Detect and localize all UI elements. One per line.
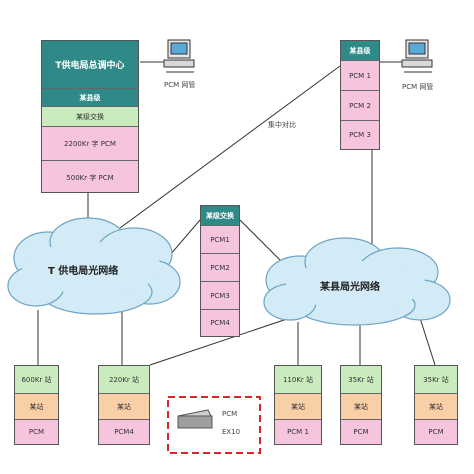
legend-frame bbox=[167, 396, 261, 454]
bottom-stack-1-top: 600Kr 站 bbox=[15, 366, 58, 394]
center-pcm-top: 2200Kr 字 PCM bbox=[42, 127, 138, 161]
pcm-device-icon bbox=[177, 409, 213, 429]
center-stack: T供电局总调中心 某县级 某级交换 2200Kr 字 PCM 500Kr 字 P… bbox=[41, 40, 139, 193]
center-pc-label: PCM 网管 bbox=[164, 81, 196, 89]
center-title: T供电局总调中心 bbox=[42, 41, 138, 89]
link-cloud-left-to-county bbox=[119, 65, 341, 229]
bottom-stack-4-top: 35Kr 站 bbox=[341, 366, 381, 394]
bottom-stack-3-mid: 某站 bbox=[275, 394, 321, 420]
bottom-stack-1-bottom: PCM bbox=[15, 420, 58, 444]
middle-pcm-2: PCM2 bbox=[201, 254, 239, 282]
bottom-stack-4-bottom: PCM bbox=[341, 420, 381, 444]
bottom-stack-5: 35Kr 站 某站 PCM bbox=[414, 365, 458, 445]
bottom-stack-4: 35Kr 站 某站 PCM bbox=[340, 365, 382, 445]
bottom-stack-2-bottom: PCM4 bbox=[99, 420, 149, 444]
middle-stack: 某级交换 PCM1 PCM2 PCM3 PCM4 bbox=[200, 205, 240, 337]
legend-line-1: PCM bbox=[222, 410, 238, 418]
line-label: 集中对比 bbox=[268, 121, 296, 129]
link-cloud-right-to-b2 bbox=[149, 317, 291, 366]
bottom-stack-3-top: 110Kr 站 bbox=[275, 366, 321, 394]
county-pcm-3: PCM 3 bbox=[341, 121, 379, 149]
bottom-stack-1: 600Kr 站 某站 PCM bbox=[14, 365, 59, 445]
link-middle-to-cloud-right bbox=[239, 219, 286, 266]
bottom-stack-5-mid: 某站 bbox=[415, 394, 457, 420]
center-switch: 某级交换 bbox=[42, 107, 138, 127]
link-cloud-right-to-b5 bbox=[419, 317, 436, 366]
pc-icon-county bbox=[401, 39, 433, 73]
bottom-stack-3-bottom: PCM 1 bbox=[275, 420, 321, 444]
cloud-left-label: T 供电局光网络 bbox=[48, 266, 119, 277]
county-title: 某县级 bbox=[341, 41, 379, 61]
center-pcm-bottom: 500Kr 字 PCM bbox=[42, 161, 138, 192]
middle-title: 某级交换 bbox=[201, 206, 239, 226]
bottom-stack-2: 220Kr 站 某站 PCM4 bbox=[98, 365, 150, 445]
bottom-stack-5-bottom: PCM bbox=[415, 420, 457, 444]
cloud-right-label: 某县局光网络 bbox=[320, 282, 380, 293]
bottom-stack-2-mid: 某站 bbox=[99, 394, 149, 420]
county-pcm-2: PCM 2 bbox=[341, 91, 379, 121]
county-stack: 某县级 PCM 1 PCM 2 PCM 3 bbox=[340, 40, 380, 150]
bottom-stack-1-mid: 某站 bbox=[15, 394, 58, 420]
county-pc-label: PCM 网管 bbox=[402, 83, 434, 91]
cloud-right bbox=[263, 237, 451, 326]
link-cloud-left-to-middle bbox=[169, 219, 201, 256]
cloud-left bbox=[7, 217, 181, 315]
middle-pcm-3: PCM3 bbox=[201, 282, 239, 310]
bottom-stack-3: 110Kr 站 某站 PCM 1 bbox=[274, 365, 322, 445]
bottom-stack-5-top: 35Kr 站 bbox=[415, 366, 457, 394]
bottom-stack-4-mid: 某站 bbox=[341, 394, 381, 420]
bottom-stack-2-top: 220Kr 站 bbox=[99, 366, 149, 394]
pc-icon-center bbox=[163, 39, 195, 73]
middle-pcm-4: PCM4 bbox=[201, 310, 239, 336]
middle-pcm-1: PCM1 bbox=[201, 226, 239, 254]
county-pcm-1: PCM 1 bbox=[341, 61, 379, 91]
legend-line-2: EX10 bbox=[222, 428, 241, 436]
center-router: 某县级 bbox=[42, 89, 138, 107]
